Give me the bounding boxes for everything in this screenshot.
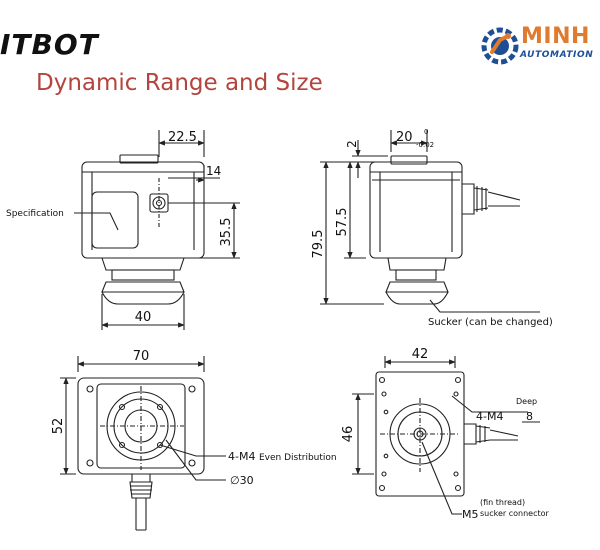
dim-front-40: 40 bbox=[135, 310, 152, 325]
label-dia-30: ∅30 bbox=[230, 474, 254, 487]
dim-side-20: 20 bbox=[396, 130, 413, 145]
page-title: Dynamic Range and Size bbox=[36, 70, 323, 96]
dim-side-tol-upper: 0 bbox=[424, 128, 428, 136]
dim-bottom-42: 42 bbox=[412, 347, 429, 362]
label-even-distribution: Even Distribution bbox=[259, 453, 337, 463]
label-sucker: Sucker (can be changed) bbox=[428, 317, 553, 328]
bottom-view-left bbox=[60, 356, 226, 531]
front-view bbox=[74, 130, 240, 330]
label-specification: Specification bbox=[6, 209, 64, 219]
label-depth-8: 8 bbox=[526, 410, 533, 423]
dim-bottom-46: 46 bbox=[341, 426, 356, 443]
dim-side-57-5: 57.5 bbox=[335, 208, 350, 237]
side-view bbox=[320, 130, 540, 313]
label-sucker-connector: sucker connector bbox=[480, 509, 550, 518]
dim-side-2: 2 bbox=[345, 140, 359, 148]
dim-front-22-5: 22.5 bbox=[168, 130, 197, 145]
dim-bottom-70: 70 bbox=[133, 349, 150, 364]
label-4-m4-right: 4-M4 bbox=[476, 410, 503, 423]
dim-bottom-52: 52 bbox=[51, 418, 66, 435]
dim-front-14: 14 bbox=[206, 164, 221, 178]
label-fin-thread: (fin thread) bbox=[480, 498, 525, 507]
dim-front-35-5: 35.5 bbox=[219, 218, 234, 247]
label-4-m4-left: 4-M4 bbox=[228, 450, 255, 463]
brand-logo-left: ITBOT bbox=[0, 28, 99, 61]
gear-arm-icon bbox=[481, 27, 519, 65]
logo-text-bottom: AUTOMATION bbox=[520, 50, 594, 60]
bottom-view-right bbox=[352, 356, 528, 515]
label-m5: M5 bbox=[462, 508, 479, 521]
dim-side-79-5: 79.5 bbox=[311, 230, 326, 259]
dim-side-tol-lower: -0.02 bbox=[416, 141, 434, 149]
label-deep: Deep bbox=[516, 397, 537, 406]
logo-text-top: MINH bbox=[521, 24, 590, 49]
